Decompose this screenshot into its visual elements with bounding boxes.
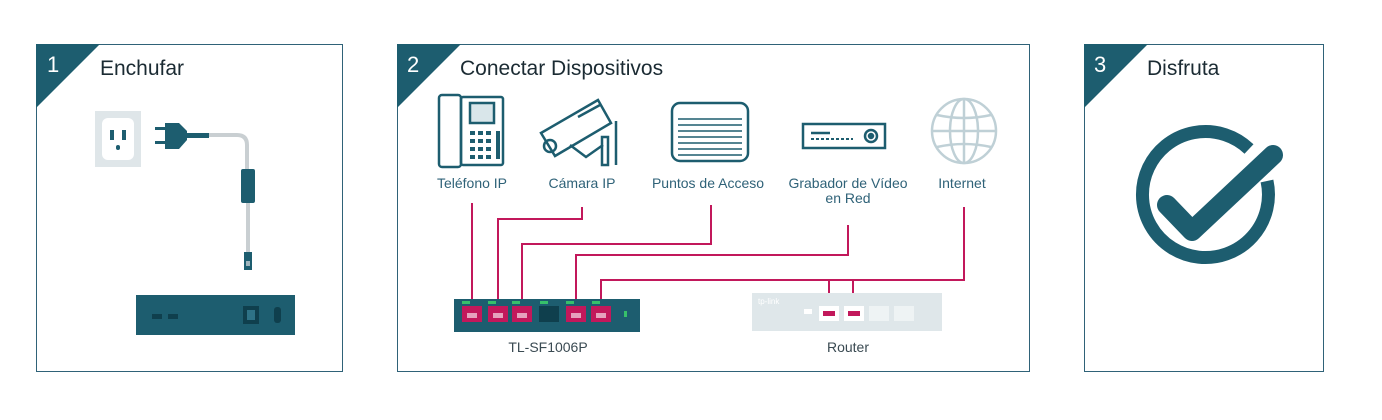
router-brand-label: tp-link [758, 297, 780, 306]
label-ip-camera: Cámara IP [548, 175, 616, 191]
step-3-title: Disfruta [1147, 57, 1220, 80]
ip-camera-icon [539, 98, 618, 167]
router-label: Router [826, 339, 870, 355]
step-3-corner-badge [1084, 44, 1148, 108]
step-3-number: 3 [1094, 52, 1107, 77]
step-2-number: 2 [407, 52, 420, 77]
label-nvr-line2: en Red [825, 190, 871, 206]
access-point-icon [670, 101, 750, 163]
power-cable-icon [155, 123, 255, 270]
step-1-title: Enchufar [100, 57, 185, 80]
label-nvr-line1: Grabador de Vídeo [788, 175, 908, 191]
step-2-corner-badge [397, 44, 461, 108]
label-nvr: Grabador de Vídeo en Red [780, 176, 916, 206]
switch-tl-sf1006p [454, 299, 640, 332]
step-1-number: 1 [47, 52, 60, 77]
network-cables [471, 203, 965, 312]
switch-rear-icon [136, 295, 295, 335]
step-1-panel: 1 Enchufar [36, 44, 343, 372]
step-2-panel: 2 Conectar Dispositivos [397, 44, 1030, 372]
switch-model-label: TL-SF1006P [508, 339, 588, 355]
router-icon [752, 293, 942, 331]
ip-phone-icon [437, 93, 505, 169]
nvr-icon [801, 122, 887, 150]
step-1-corner-badge [36, 44, 100, 108]
wall-outlet-icon [95, 111, 141, 167]
checkmark-icon [1136, 125, 1283, 265]
label-access-points: Puntos de Acceso [651, 175, 765, 191]
internet-globe-icon [930, 97, 998, 165]
step-3-panel: 3 Disfruta [1084, 44, 1324, 372]
label-ip-phone: Teléfono IP [436, 175, 508, 191]
step-2-title: Conectar Dispositivos [460, 57, 664, 80]
label-internet: Internet [938, 175, 986, 191]
